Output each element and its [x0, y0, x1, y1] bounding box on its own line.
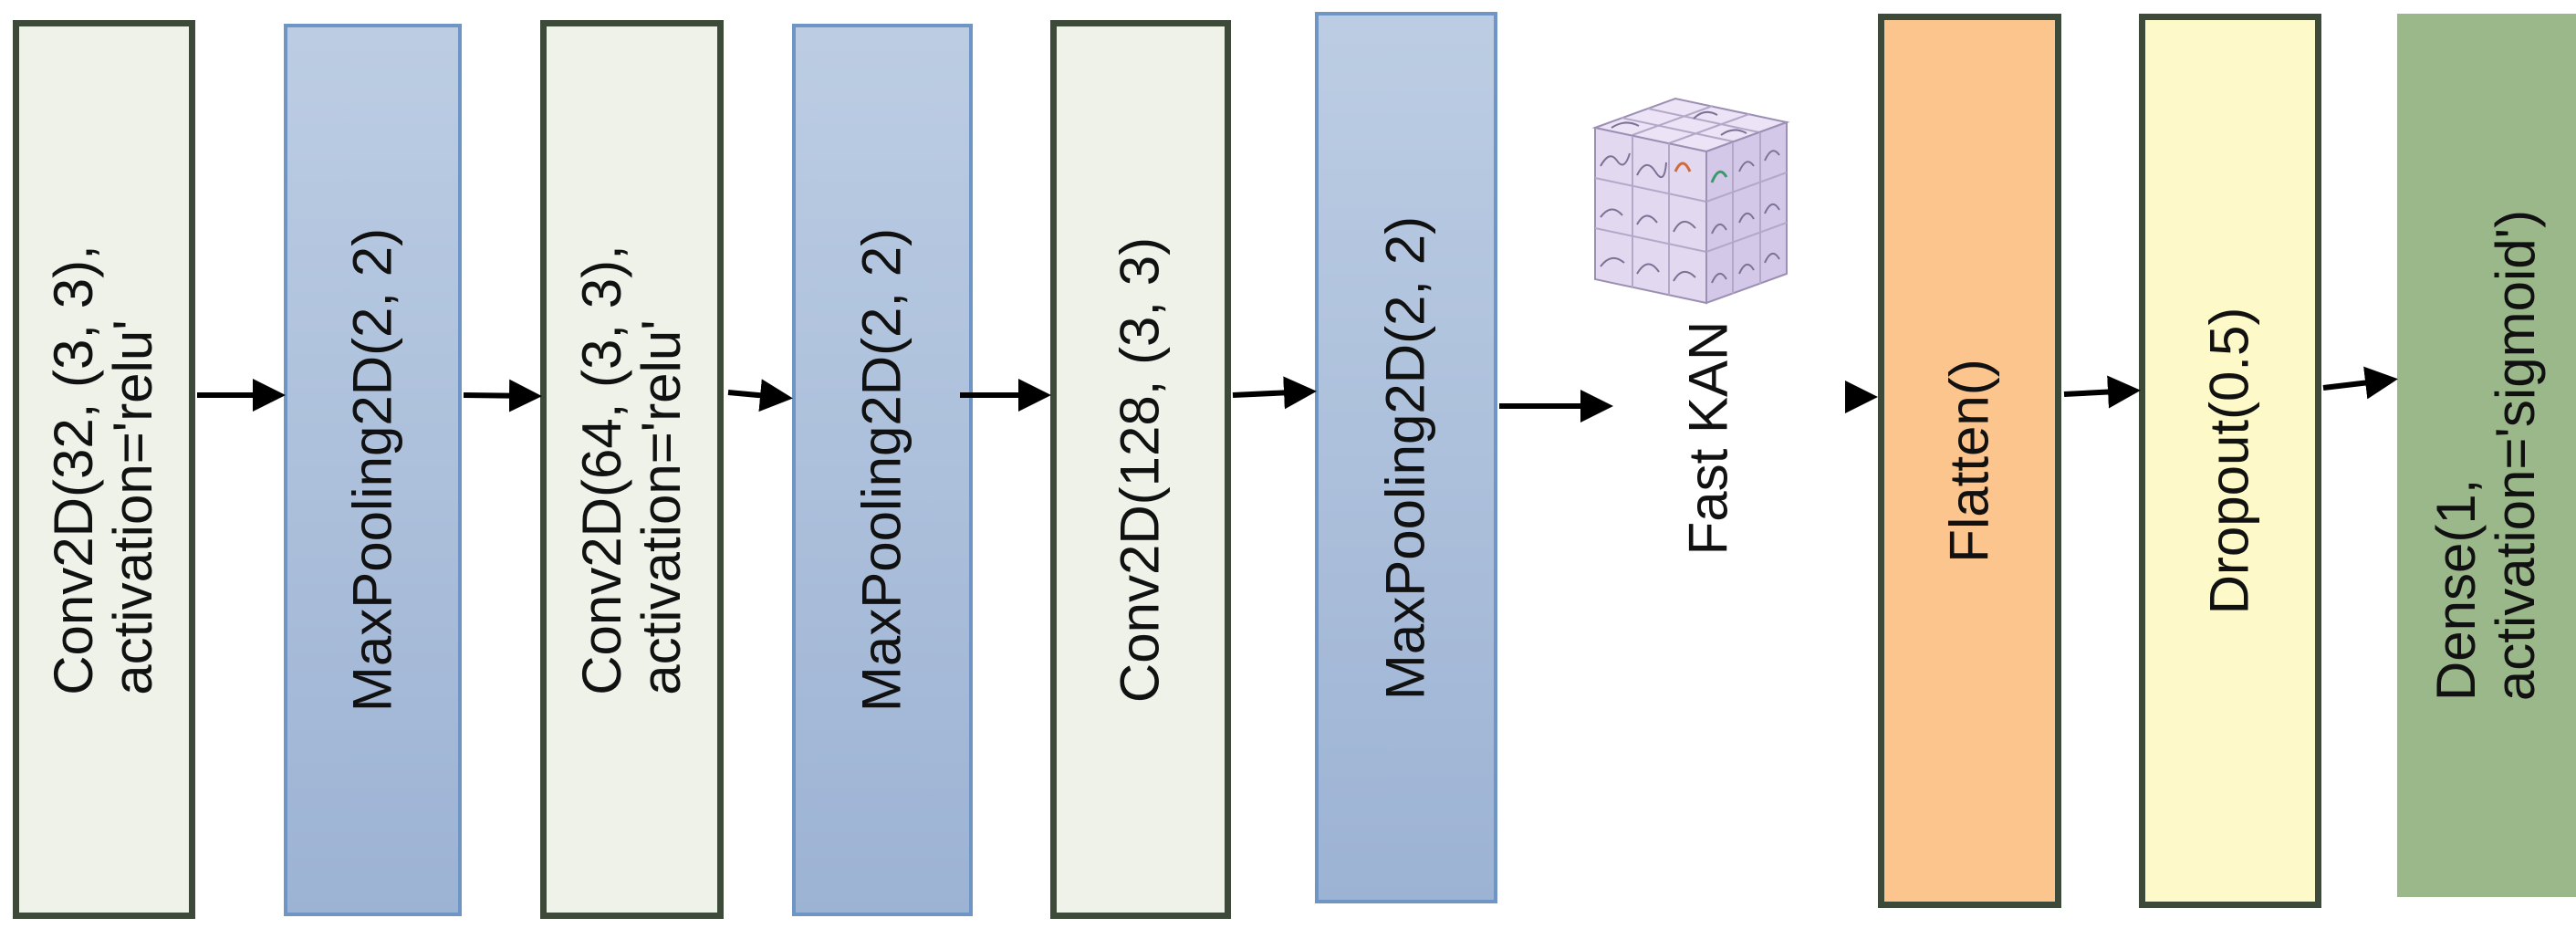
arrow-conv3-to-pool3 — [1232, 376, 1317, 410]
kan-cube-icon — [1591, 97, 1790, 305]
maxpooling2d-1-block: MaxPooling2D(2, 2) — [284, 24, 462, 916]
dropout-block: Dropout(0.5) — [2139, 14, 2321, 908]
arrow-dropout-to-dense — [2322, 366, 2398, 400]
conv2d-128-block: Conv2D(128, (3, 3) — [1050, 20, 1231, 919]
conv2d-64-block: Conv2D(64, (3, 3), activation='relu' — [540, 20, 724, 919]
arrow-conv2-to-pool2 — [727, 379, 793, 412]
maxpooling2d-3-block: MaxPooling2D(2, 2) — [1315, 12, 1497, 903]
maxpooling2d-2-block: MaxPooling2D(2, 2) — [792, 24, 973, 916]
conv2d-32-block: Conv2D(32, (3, 3), activation='relu' — [13, 20, 195, 919]
arrow-flatten-to-dropout — [2063, 375, 2141, 409]
dense-block: Dense(1, activation='sigmoid') — [2397, 14, 2576, 897]
flatten-block: Flatten() — [1878, 14, 2061, 908]
arrow-pool1-to-conv2 — [463, 379, 542, 412]
